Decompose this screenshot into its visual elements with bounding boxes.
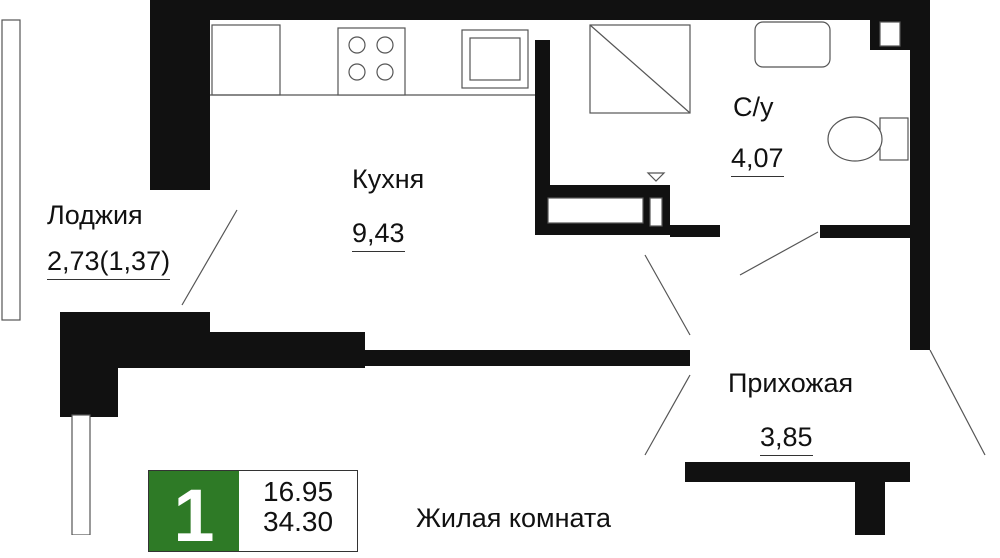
- loggia-area: 2,73(1,37): [47, 246, 171, 280]
- kitchen-label: Кухня: [352, 164, 425, 194]
- hallway-label: Прихожая: [728, 368, 854, 398]
- bathroom-area: 4,07: [731, 143, 784, 177]
- stove-icon: [337, 27, 406, 96]
- entrance-door: [929, 349, 986, 456]
- fridge-icon: [211, 24, 281, 96]
- apartment-badge: 1 16.95 34.30: [148, 470, 358, 557]
- kitchen-door: [644, 254, 691, 336]
- toilet-icon: [879, 117, 909, 161]
- walls: [60, 0, 930, 535]
- room-door: [644, 374, 691, 456]
- floor-plan: [1, 0, 986, 535]
- vent-icon: [646, 172, 666, 182]
- living-room-label: Жилая комната: [416, 503, 612, 533]
- washbasin-icon: [754, 21, 831, 68]
- room-window: [71, 414, 91, 535]
- loggia-door: [181, 209, 238, 306]
- loggia-label: Лоджия: [47, 200, 143, 230]
- bathtub-edge: [547, 197, 644, 224]
- kitchen-area: 9,43: [352, 218, 405, 252]
- loggia-window: [1, 19, 21, 321]
- total-area-value: 34.30: [263, 506, 334, 537]
- bathroom-door: [739, 231, 819, 276]
- hallway-area: 3,85: [760, 422, 813, 456]
- rooms-count: 1: [149, 471, 239, 557]
- living-area-value: 16.95: [263, 476, 334, 507]
- bathroom-label: С/у: [733, 92, 774, 122]
